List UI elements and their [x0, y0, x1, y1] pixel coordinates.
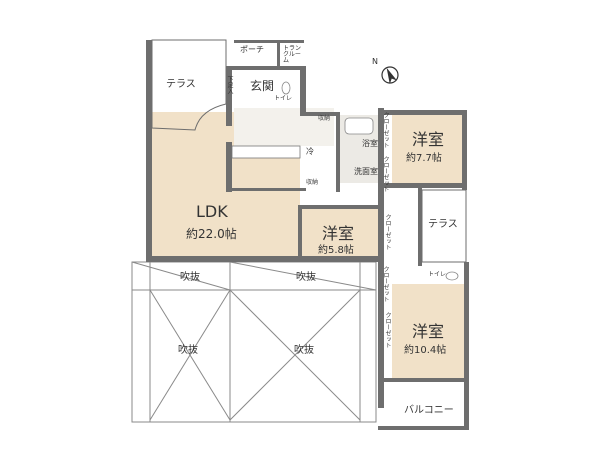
terrace-nw-outline	[151, 39, 227, 131]
western-south-area: 約10.4帖	[404, 345, 447, 356]
wash-floor	[340, 155, 378, 183]
bathtub-icon	[344, 117, 374, 135]
terrace-e-label: テラス	[428, 219, 458, 230]
ldk-name: LDK	[196, 202, 228, 221]
western-north-name: 洋室	[412, 130, 445, 149]
western-south-name: 洋室	[412, 322, 445, 341]
closet-4-label: クローゼット	[382, 266, 389, 302]
western-south-floor	[392, 284, 464, 380]
washroom-label: 洗面室	[354, 167, 378, 176]
western-north-floor	[392, 115, 462, 183]
toilet-2-label: トイレ	[428, 271, 447, 278]
western-mid-name: 洋室	[322, 224, 355, 243]
bath-label: 浴室	[362, 139, 378, 148]
walls	[146, 40, 469, 430]
shoe-storage-label: 下足入	[226, 76, 233, 94]
closet-5-label: クローゼット	[384, 312, 391, 348]
kitchen-counter	[231, 145, 301, 159]
closet-1-label: クローゼット	[382, 112, 389, 148]
closet-2-label: クローゼット	[382, 156, 389, 192]
ldk-area: 約22.0帖	[186, 227, 237, 241]
void-3-label: 吹抜	[178, 345, 198, 356]
balcony-label: バルコニー	[404, 405, 454, 416]
void-1-label: 吹抜	[180, 272, 200, 283]
void-2-label: 吹抜	[296, 272, 316, 283]
porch-label: ポーチ	[240, 45, 264, 54]
terrace-e-outline	[421, 189, 467, 263]
western-mid-area: 約5.8帖	[318, 245, 354, 256]
storage-2-label: 収納	[306, 179, 319, 186]
storage-1-label: 収納	[318, 115, 331, 122]
toilet-1-label: トイレ	[274, 95, 293, 102]
toilet-icon	[445, 271, 459, 281]
compass-icon	[381, 66, 399, 84]
western-mid-floor	[300, 208, 380, 260]
trunk-room-label: トランクルーム	[283, 45, 302, 64]
fridge-label: 冷	[306, 147, 314, 156]
closet-3-label: クローゼット	[384, 214, 391, 250]
western-north-area: 約7.7帖	[406, 153, 442, 164]
void-4-label: 吹抜	[294, 345, 314, 356]
void-structure	[131, 261, 377, 423]
entrance-label: 玄関	[250, 79, 275, 93]
compass-north-label: N	[372, 57, 378, 66]
toilet-icon	[281, 81, 291, 95]
terrace-nw-label: テラス	[166, 79, 196, 90]
